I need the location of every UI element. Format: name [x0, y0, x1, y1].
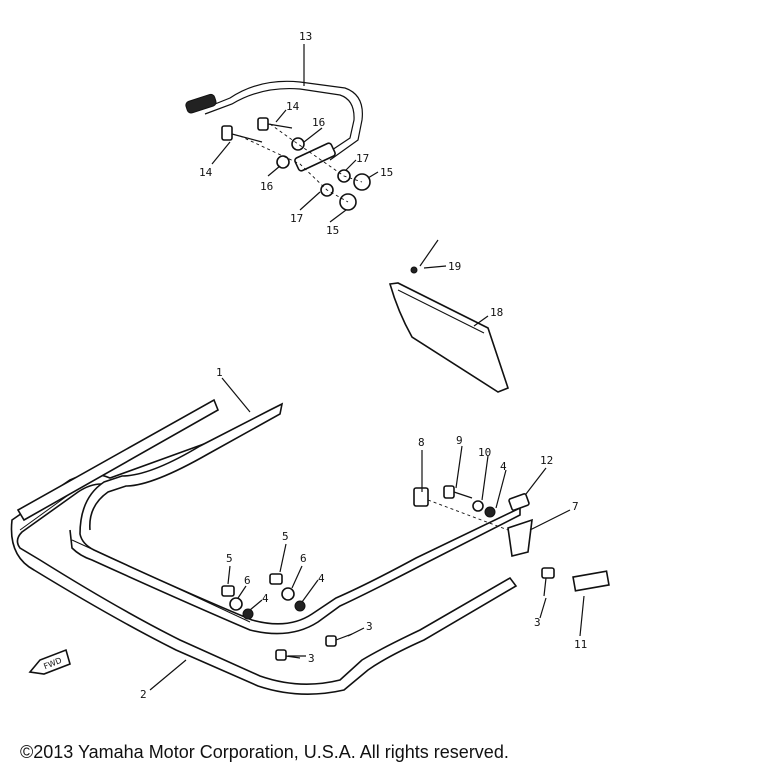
rear-frame-1: [69, 402, 521, 635]
lock-washer-4-bracket: [484, 506, 496, 518]
nut-5-left: [221, 585, 235, 597]
callout-14-upper: 14: [286, 100, 300, 113]
nut-5-right: [269, 573, 283, 585]
callout-16-lower: 16: [260, 180, 273, 193]
callout-17-lower: 17: [290, 212, 303, 225]
copyright-notice: ©2013 Yamaha Motor Corporation, U.S.A. A…: [20, 742, 509, 762]
callout-3-left: 3: [308, 652, 315, 665]
washer-16-upper: [291, 137, 305, 151]
callout-15-upper: 15: [380, 166, 393, 179]
callout-3-right: 3: [534, 616, 541, 629]
callout-11: 11: [574, 638, 587, 651]
emblem-11: [572, 570, 610, 592]
callout-8: 8: [418, 436, 425, 449]
strip: [16, 398, 220, 522]
callout-13: 13: [299, 30, 312, 43]
callout-14-lower: 14: [199, 166, 213, 179]
callout-2: 2: [140, 688, 147, 701]
callout-6-left: 6: [244, 574, 251, 587]
washer-16-lower: [276, 155, 290, 169]
lock-washer-4-left: [242, 608, 254, 620]
lock-washer-4-right: [294, 600, 306, 612]
leader-lines: [149, 44, 585, 691]
screw-19: [410, 239, 439, 274]
washer-10: [472, 500, 484, 512]
bolt-9: [443, 485, 473, 499]
license-plate-18: [388, 282, 509, 393]
callout-1: 1: [216, 366, 223, 379]
callout-12: 12: [540, 454, 553, 467]
callout-5-left: 5: [226, 552, 233, 565]
callout-4-left: 4: [262, 592, 269, 605]
callout-4-right: 4: [318, 572, 325, 585]
bracket-7: [507, 518, 533, 557]
callout-5-right: 5: [282, 530, 289, 543]
fwd-arrow: FWD: [28, 648, 71, 675]
bolt-3-left: [275, 649, 301, 661]
callout-3-center: 3: [366, 620, 373, 633]
bracket-8: [413, 487, 429, 507]
bolt-14-lower: [221, 125, 263, 143]
callout-17-upper: 17: [356, 152, 369, 165]
callout-15-lower: 15: [326, 224, 339, 237]
callout-10: 10: [478, 446, 491, 459]
bolt-3-right: [541, 567, 555, 597]
bolt-14-upper: [257, 117, 293, 131]
callout-4-bracket: 4: [500, 460, 507, 473]
callout-7: 7: [572, 500, 579, 513]
block-12: [508, 493, 530, 511]
washer-6-right: [281, 587, 295, 601]
callout-9: 9: [456, 434, 463, 447]
parts-diagram: FWD 13 14 14 16 16 17 17: [10, 30, 610, 701]
callout-6-right: 6: [300, 552, 307, 565]
callout-19: 19: [448, 260, 461, 273]
callout-18: 18: [490, 306, 503, 319]
callout-16-upper: 16: [312, 116, 325, 129]
grab-bar: [185, 80, 363, 172]
washer-6-left: [229, 597, 243, 611]
